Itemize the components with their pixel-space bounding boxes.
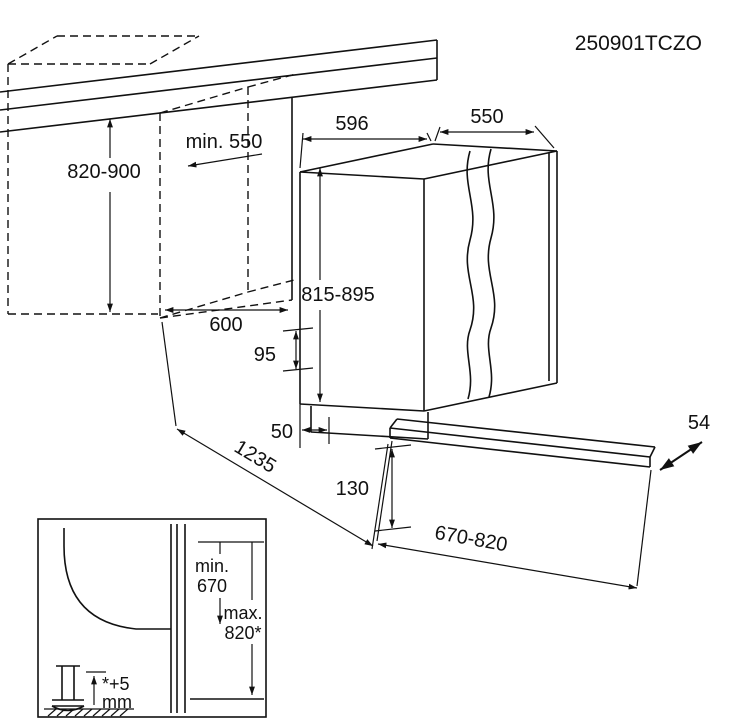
- open-plinth-board: [389, 418, 656, 468]
- inset-min-value: 670: [197, 576, 227, 596]
- dim-niche-depth-min-label: min. 550: [186, 131, 263, 153]
- inset-dim-max-height: max. 820*: [190, 542, 264, 700]
- dim-niche-width-label: 600: [209, 314, 242, 336]
- dim-clearance-95-label: 95: [254, 344, 276, 366]
- inset-max-value: 820*: [224, 623, 261, 643]
- decor-door-wavy-break: [466, 150, 475, 400]
- dim-appliance-height: 815-895: [301, 168, 375, 402]
- leveling-foot: [51, 665, 85, 712]
- dim-appliance-width-label: 596: [335, 113, 368, 135]
- dim-appliance-width: 596: [299, 113, 432, 169]
- dim-plinth-board-height: 130: [336, 444, 412, 532]
- dim-door-projection: 54: [659, 412, 710, 471]
- dim-niche-depth-min: min. 550: [186, 131, 263, 168]
- dim-niche-width: 600: [165, 307, 288, 336]
- inset-foot-adjust-line2: mm: [102, 692, 132, 712]
- dim-clearance-95: 95: [254, 327, 314, 372]
- dim-plinth-recess: 50: [271, 404, 330, 448]
- inset-foot-adjust-line1: *+5: [102, 674, 130, 694]
- decor-door-wavy-break-2: [487, 148, 496, 398]
- dim-plinth-recess-label: 50: [271, 421, 293, 443]
- floor-hatching: [44, 708, 134, 717]
- dim-appliance-height-label: 815-895: [301, 284, 374, 306]
- dim-furniture-door-height-label: 670-820: [433, 522, 509, 556]
- cabinet-hidden-outline: [7, 35, 299, 319]
- dim-niche-height-label: 820-900: [67, 161, 140, 183]
- dimension-annotations: 820-900 min. 550 596 550 815-895 600: [67, 106, 710, 590]
- inset-door-panel: [170, 524, 186, 713]
- inset-border: [37, 518, 267, 718]
- inset-min-label: min.: [195, 556, 229, 576]
- dim-niche-height: 820-900: [67, 119, 141, 312]
- inset-max-label: max.: [223, 603, 262, 623]
- dim-door-projection-label: 54: [688, 412, 710, 434]
- dim-appliance-depth-label: 550: [470, 106, 503, 128]
- dim-appliance-depth: 550: [434, 106, 555, 149]
- dim-plinth-board-height-label: 130: [336, 478, 369, 500]
- countertop: [0, 39, 438, 300]
- plinth-detail-inset: min. 670 max. 820*: [37, 518, 267, 718]
- inset-dim-min-height: min. 670: [195, 541, 264, 624]
- drawing-code: 250901TCZO: [575, 32, 702, 55]
- inset-dim-foot-adjust: *+5 mm: [86, 671, 132, 712]
- inset-plinth-profile: [63, 528, 171, 630]
